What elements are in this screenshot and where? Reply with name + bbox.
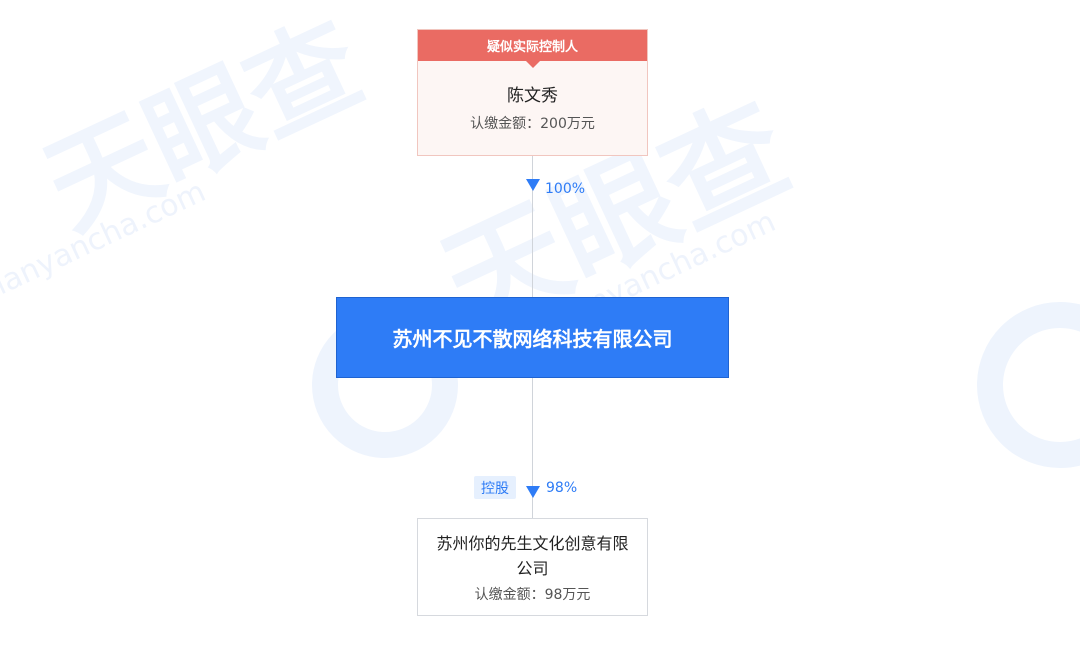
main-company-node[interactable]: 苏州不见不散网络科技有限公司 — [336, 297, 729, 378]
subsidiary-subscribed-amount: 认缴金额：98万元 — [474, 587, 591, 603]
control-badge: 控股 — [474, 476, 516, 499]
arrow-down-icon — [526, 486, 540, 498]
subsidiary-name[interactable]: 苏州你的先生文化创意有限公司 — [436, 534, 629, 578]
controller-name[interactable]: 陈文秀 — [507, 86, 558, 106]
tianyancha-logo-icon — [977, 302, 1080, 468]
watermark-domain: tianyancha.com — [0, 174, 211, 307]
edge-line-top — [532, 156, 533, 297]
arrow-down-icon — [526, 179, 540, 191]
shareholding-percent: 98% — [546, 480, 578, 496]
shareholding-percent: 100% — [545, 181, 586, 197]
actual-controller-tag: 疑似实际控制人 — [418, 30, 647, 68]
edge-line-bottom — [532, 378, 533, 518]
watermark-brand: 天眼查 — [27, 0, 380, 254]
subsidiary-node[interactable]: 苏州你的先生文化创意有限公司 认缴金额：98万元 — [417, 518, 648, 616]
controller-node[interactable]: 疑似实际控制人 陈文秀 认缴金额：200万元 — [417, 29, 648, 156]
controller-subscribed-amount: 认缴金额：200万元 — [470, 116, 595, 132]
